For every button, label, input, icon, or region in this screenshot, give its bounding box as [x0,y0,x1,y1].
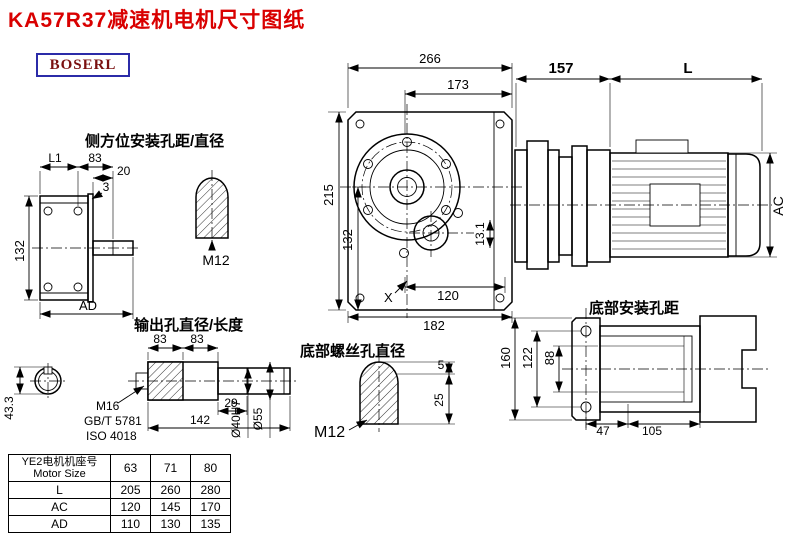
side-view-dimensions: 157 L AC [515,60,786,258]
dim-105-label: 105 [642,424,662,438]
output-shaft-view [30,361,298,401]
bottom-screw-dimensions: M12 5 25 [314,358,455,441]
dim-173-label: 173 [447,77,469,92]
right-side-view [510,139,772,270]
annotation-output: 输出孔直径/长度 [134,316,244,334]
dim-d40-label: Ø40H7 [229,400,243,438]
dim-215-label: 215 [321,184,336,206]
motor-fins [612,160,726,250]
bottom-end-plate [699,315,757,423]
dim-88-label: 88 [542,351,557,365]
left-side-view [32,193,140,303]
dim-132-label: 132 [340,229,355,251]
dim-83-left-label: 83 [88,151,102,165]
dim-122-label: 122 [520,347,535,369]
table-cell: 145 [150,498,191,517]
table-cell: 130 [150,515,191,534]
side-mount-hole-detail [195,170,229,248]
table-cell: 205 [110,481,151,500]
brand-logo: BOSERL [36,53,130,77]
row-label-L: L [8,481,111,500]
dim-M12-side-label: M12 [202,252,229,268]
dim-M12-bottom-label: M12 [314,424,345,441]
table-cell: 280 [190,481,231,500]
dim-13-1-label: 13.1 [473,222,487,246]
dim-43-3-label: 43.3 [2,396,16,420]
dim-266-label: 266 [419,51,441,66]
dim-AD-label: AD [79,298,97,313]
dim-5-label: 5 [438,358,445,372]
table-size-80: 80 [190,453,231,483]
table-size-63: 63 [110,453,151,483]
dim-29-label: 29 [224,396,238,410]
dim-M16-label: M16 [96,399,120,413]
dim-3-label: 3 [103,180,110,194]
main-front-view [340,104,524,318]
bottom-screw-hole-detail [359,352,399,432]
dim-120-label: 120 [437,288,459,303]
dim-L-label: L [683,60,692,77]
page-title: KA57R37减速机电机尺寸图纸 [8,9,306,32]
terminal-box [635,139,689,154]
motor-flange [571,145,588,267]
dim-L1-label: L1 [48,151,62,165]
bottom-view-dimensions: 160 122 88 47 105 [498,317,701,438]
table-row-AD: AD 110 130 135 [8,515,231,534]
left-view-dimensions: L1 83 20 3 132 AD M12 [12,151,230,319]
annotation-bottom-screw: 底部螺丝孔直径 [300,342,405,360]
output-view-dimensions: 83 83 M16 GB/T 5781 ISO 4018 29 142 43.3… [2,332,291,443]
section-x-label: X [384,290,393,305]
dim-25-label: 25 [432,393,446,407]
table-cell: 110 [110,515,151,534]
bottom-flange [571,317,601,421]
annotation-labels: 侧方位安装孔距/直径 输出孔直径/长度 底部螺丝孔直径 底部安装孔距 [85,132,679,360]
dim-20-label: 20 [117,164,131,178]
annotation-bottom-mount: 底部安装孔距 [589,299,679,317]
bottom-mount-view [562,308,768,430]
std-iso-label: ISO 4018 [86,429,137,443]
dim-83b-label: 83 [190,332,204,346]
table-header-motor-size: YE2电机机座号 Motor Size [8,453,111,483]
motor-size-table: YE2电机机座号 Motor Size 63 71 80 L 205 260 2… [8,453,231,534]
table-header-row: YE2电机机座号 Motor Size 63 71 80 [8,453,231,483]
std-gb-label: GB/T 5781 [84,414,142,428]
table-cell: 170 [190,498,231,517]
dim-160-label: 160 [498,347,513,369]
dim-83a-label: 83 [153,332,167,346]
table-cell: 260 [150,481,191,500]
dim-d55-label: Ø55 [251,407,265,430]
table-row-AC: AC 120 145 170 [8,498,231,517]
dim-132-left-label: 132 [12,240,27,262]
dim-AC-label: AC [770,196,786,215]
annotation-side-mount: 侧方位安装孔距/直径 [85,132,224,150]
table-header-en: Motor Size [33,468,86,481]
dim-142-label: 142 [190,413,210,427]
table-size-71: 71 [150,453,191,483]
table-cell: 135 [190,515,231,534]
fan-cover [727,153,761,257]
row-label-AD: AD [8,515,111,534]
brand-logo-text: BOSERL [49,56,117,73]
housing-outline [347,111,513,311]
main-view-dimensions: 266 173 215 132 120 182 13.1 X [321,51,513,333]
dim-47-label: 47 [596,424,610,438]
dim-182-label: 182 [423,318,445,333]
dim-157-label: 157 [548,60,573,77]
table-row-L: L 205 260 280 [8,481,231,500]
table-header-cn: YE2电机机座号 [21,456,98,468]
table-cell: 120 [110,498,151,517]
row-label-AC: AC [8,498,111,517]
